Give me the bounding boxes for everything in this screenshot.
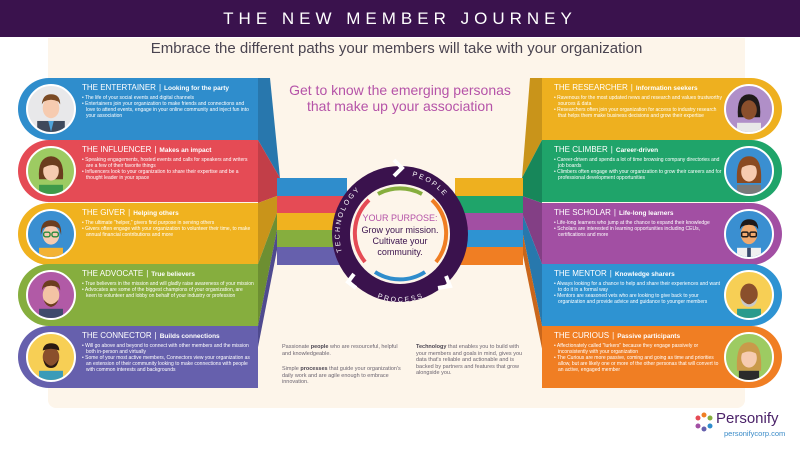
persona-card-connector: THE CONNECTOR|Builds connections Will go… [18,326,258,388]
purpose-line-2: Cultivate your [372,236,427,246]
person-icon [737,283,761,318]
person-icon [737,94,761,132]
persona-bullets: Ravenous for the most updated news and r… [554,95,722,119]
personify-flower-icon [695,412,713,432]
purpose-line-3: community. [377,247,422,257]
description-people: Passionate people who are resourceful, h… [282,344,398,357]
persona-name: THE CLIMBER [554,145,608,154]
page-title: THE NEW MEMBER JOURNEY [223,8,577,28]
avatar-climber [724,146,774,196]
persona-tagline: Passive participants [617,333,681,340]
persona-card-climber: THE CLIMBER|Career-driven Career-driven … [542,140,782,202]
persona-tagline: Makes an impact [159,147,212,154]
persona-card-scholar: THE SCHOLAR|Life-long learners Life-long… [542,203,782,265]
personify-logo[interactable]: Personify personifycorp.com [694,410,794,446]
persona-bullets: Always looking for a chance to help and … [554,281,722,305]
persona-bullets: Speaking engagements, hosted events and … [82,157,254,181]
avatar-entertainer [26,84,76,134]
persona-card-entertainer: THE ENTERTAINER|Looking for the party Th… [18,78,258,140]
person-icon [736,156,762,194]
avatar-mentor [724,270,774,320]
person-icon [39,280,63,318]
description-technology: Technology that enables you to build wit… [416,344,523,376]
person-icon [37,94,65,132]
persona-name: THE INFLUENCER [82,145,152,154]
persona-card-curious: THE CURIOUS|Passive participants Affecti… [542,326,782,388]
persona-name: THE MENTOR [554,269,607,278]
avatar-connector [26,332,76,382]
ring-label-process: PROCESS [376,292,425,304]
persona-tagline: Information seekers [635,85,698,92]
persona-bullets: Will go above and beyond to connect with… [82,343,254,373]
persona-bullets: Career-driven and spends a lot of time b… [554,157,722,181]
logo-name: Personify [716,410,779,427]
persona-bullets: Life-long learners who jump at the chanc… [554,220,722,238]
logo-url[interactable]: personifycorp.com [724,429,786,438]
persona-name: THE ADVOCATE [82,269,144,278]
description-processes: Simple processes that guide your organiz… [282,366,401,385]
avatar-curious [724,332,774,382]
persona-bullets: Affectionately called "lurkers" because … [554,343,722,373]
persona-bullets: The ultimate "helper," givers find purpo… [82,220,254,238]
persona-tagline: Builds connections [159,333,220,340]
persona-tagline: Knowledge sharers [614,271,675,278]
persona-tagline: Helping others [133,210,179,217]
persona-name: THE GIVER [82,208,126,217]
persona-name: THE ENTERTAINER [82,83,156,92]
persona-name: THE SCHOLAR [554,208,611,217]
persona-name: THE CURIOUS [554,331,610,340]
persona-card-advocate: THE ADVOCATE|True believers True believe… [18,264,258,326]
person-icon [39,220,63,257]
avatar-scholar [724,209,774,259]
persona-tagline: Career-driven [615,147,659,154]
avatar-giver [26,209,76,259]
persona-tagline: Life-long learners [618,210,674,217]
persona-card-researcher: THE RESEARCHER|Information seekers Raven… [542,78,782,140]
purpose-line-1: Grow your mission. [361,225,438,235]
purpose-label: YOUR PURPOSE: [362,213,437,223]
purpose-ring-diagram: TECHNOLOGY PEOPLE PROCESS YOUR PURPOSE: … [332,158,468,304]
persona-tagline: True believers [151,271,196,278]
person-icon [39,343,63,380]
person-icon [38,156,64,194]
person-icon [737,219,761,257]
persona-bullets: True believers in the mission and will g… [82,281,254,299]
avatar-influencer [26,146,76,196]
persona-name: THE RESEARCHER [554,83,628,92]
persona-bullets: The life of your social events and digit… [82,95,254,119]
header-bar: THE NEW MEMBER JOURNEY [0,0,800,37]
persona-tagline: Looking for the party [164,85,230,92]
persona-card-influencer: THE INFLUENCER|Makes an impact Speaking … [18,140,258,202]
avatar-advocate [26,270,76,320]
page-subtitle: Embrace the different paths your members… [150,40,643,57]
persona-card-giver: THE GIVER|Helping others The ultimate "h… [18,203,258,265]
persona-card-mentor: THE MENTOR|Knowledge sharers Always look… [542,264,782,326]
person-icon [736,342,762,380]
center-heading: Get to know the emerging personas that m… [289,82,511,114]
persona-name: THE CONNECTOR [82,331,152,340]
avatar-researcher [724,84,774,134]
